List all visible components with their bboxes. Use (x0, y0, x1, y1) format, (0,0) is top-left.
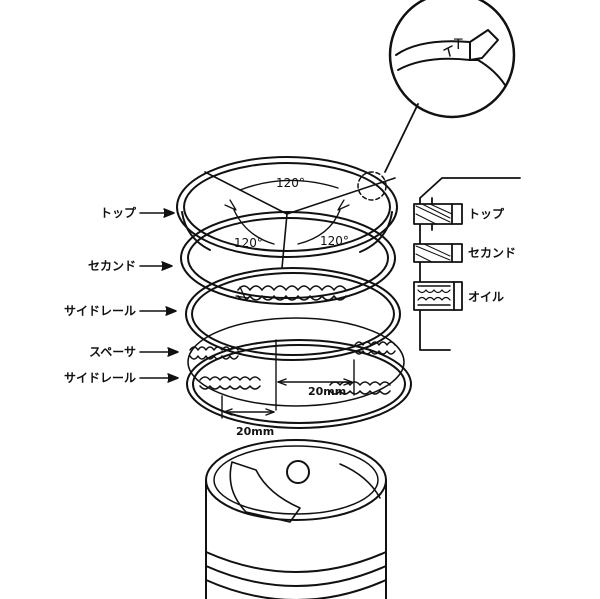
top-ring (176, 156, 398, 269)
lower-side-rail (186, 339, 412, 429)
label-side-rail-upper: サイドレール (63, 304, 136, 318)
spacer-ring (187, 317, 405, 407)
second-ring (180, 211, 396, 305)
ring-top-mark: T (454, 37, 463, 53)
piston (205, 439, 387, 599)
label-top-ring: トップ (99, 206, 136, 220)
label-second-ring: セカンド (87, 259, 136, 273)
ring-mark-detail (357, 0, 516, 201)
piston-groove-section (413, 177, 521, 351)
angle-label-left: 120° (234, 236, 263, 250)
label-right-oil: オイル (468, 290, 505, 304)
dimension-lines (221, 339, 355, 419)
label-side-rail-lower: サイドレール (63, 371, 136, 385)
spacer-wave-upper (237, 285, 347, 301)
angle-label-top: 120° (276, 176, 305, 190)
dimension-spacer-gap: 20mm (308, 385, 347, 398)
label-right-second: セカンド (468, 246, 517, 260)
upper-side-rail (185, 267, 401, 361)
label-right-top: トップ (468, 207, 505, 221)
angle-label-right: 120° (320, 234, 349, 248)
left-arrows (139, 208, 179, 383)
dimension-rail-gap: 20mm (236, 425, 275, 438)
label-spacer: スペーサ (89, 345, 136, 359)
